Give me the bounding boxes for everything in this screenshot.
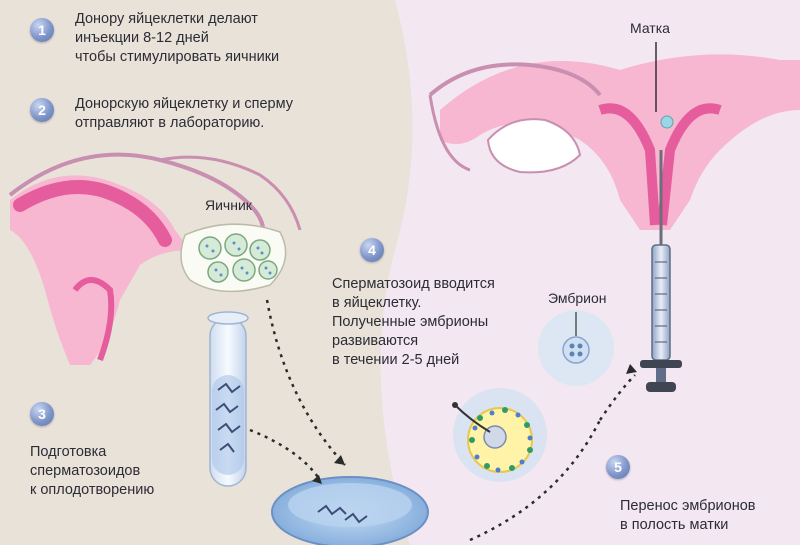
test-tube-illustration — [207, 311, 249, 487]
step-1-text: Донору яйцеклетки делают инъекции 8-12 д… — [75, 10, 279, 67]
step-1-line-2: инъекции 8-12 дней — [75, 30, 209, 46]
step-5-line-1: Перенос эмбрионов — [620, 498, 756, 514]
step-1-line-3: чтобы стимулировать яичники — [75, 49, 280, 65]
embryo-illustration — [538, 310, 614, 386]
step-3-line-2: сперматозоидов — [30, 463, 141, 479]
step-1-line-1: Донору яйцеклетки делают — [75, 11, 258, 27]
step-4-line-1: Сперматозоид вводится — [332, 276, 495, 292]
right-uterus-illustration — [428, 42, 800, 230]
step-3-badge: 3 — [30, 402, 54, 426]
uterus-label: Матка — [630, 20, 670, 36]
step-2-badge: 2 — [30, 98, 54, 122]
syringe-illustration — [640, 150, 682, 392]
flow-arrows — [249, 299, 636, 542]
step-4-line-4: развиваются — [332, 333, 419, 349]
embryo-label: Эмбрион — [548, 290, 607, 306]
step-4-text: Сперматозоид вводится в яйцеклетку. Полу… — [332, 275, 495, 370]
step-2-text: Донорскую яйцеклетку и сперму отправляют… — [75, 95, 293, 133]
step-5-badge: 5 — [606, 455, 630, 479]
step-4-line-5: в течении 2-5 дней — [332, 352, 460, 368]
step-3-line-3: к оплодотворению — [30, 482, 155, 498]
step-4-badge: 4 — [360, 238, 384, 262]
ovary-illustration — [180, 223, 287, 293]
step-4-line-2: в яйцеклетку. — [332, 295, 422, 311]
petri-dish-illustration — [271, 476, 429, 545]
icsi-illustration — [452, 388, 547, 482]
step-1-badge: 1 — [30, 18, 54, 42]
step-3-text: Подготовка сперматозоидов к оплодотворен… — [30, 443, 154, 500]
step-5-line-2: в полость матки — [620, 517, 729, 533]
left-uterus-illustration — [8, 152, 302, 365]
step-2-line-2: отправляют в лабораторию. — [75, 115, 265, 131]
ovary-label: Яичник — [205, 197, 252, 213]
step-2-line-1: Донорскую яйцеклетку и сперму — [75, 96, 293, 112]
step-5-text: Перенос эмбрионов в полость матки — [620, 497, 755, 535]
arrow-heads — [312, 364, 637, 484]
step-3-line-1: Подготовка — [30, 444, 107, 460]
step-4-line-3: Полученные эмбрионы — [332, 314, 489, 330]
